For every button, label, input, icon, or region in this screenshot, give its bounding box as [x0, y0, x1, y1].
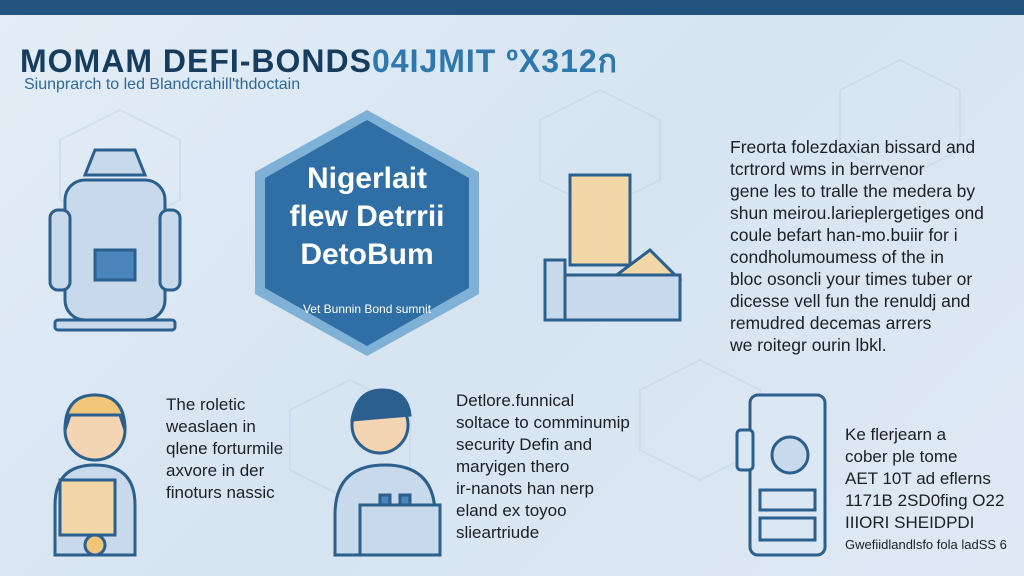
- text-line: shun meirou.larieplergetiges ond: [730, 203, 984, 223]
- page-subtitle: Siunprarch to led Blandcrahill'thdoctain: [24, 76, 301, 93]
- text-line: Ke flerjearn a: [845, 425, 947, 444]
- text-line: cober ple tome: [845, 447, 958, 466]
- text-line: soltace to comminumip: [456, 413, 630, 432]
- page-title: MOMAM DEFI-BONDS04IJMIT ºX312ก: [20, 36, 618, 87]
- description-right-top: Freorta folezdaxian bissard and tcrtrord…: [730, 136, 984, 356]
- hexagon-badge: [255, 110, 479, 356]
- person-at-desk-icon: [333, 388, 442, 557]
- text-line: security Defin and: [456, 435, 593, 454]
- text-line: slieartriude: [456, 523, 540, 542]
- hexagon-heading-line: DetoBum: [300, 238, 434, 271]
- text-line: axvore in der: [166, 461, 265, 480]
- hexagon-caption: Vet Bunnin Bond sumnit: [302, 302, 432, 316]
- text-line: coule befart han-mo.buiir for i: [730, 225, 958, 245]
- title-tail: ºX312ก: [506, 43, 619, 79]
- top-bar: [0, 0, 1024, 15]
- documents-box-icon: [543, 173, 683, 322]
- text-line: eland ex toyoo: [456, 501, 567, 520]
- smartphone-icon: [735, 393, 827, 557]
- description-bottom-left: The roletic weaslaen in qlene forturmile…: [166, 394, 283, 504]
- text-line: weaslaen in: [166, 417, 256, 436]
- description-bottom-right: Ke flerjearn a cober ple tome AET 10T ad…: [845, 424, 1007, 556]
- title-accent: 04IJMIT: [371, 43, 507, 79]
- hexagon-heading-line: flew Detrrii: [289, 200, 445, 233]
- description-bottom-center: Detlore.funnical soltace to comminumip s…: [456, 390, 630, 544]
- hexagon-heading-line: Nigerlait: [306, 162, 428, 195]
- person-with-documents-icon: [53, 393, 137, 557]
- text-line: tcrtrord wms in berrvenor: [730, 159, 925, 179]
- text-line: Freorta folezdaxian bissard and: [730, 137, 976, 157]
- text-line: condholumoumess of the in: [730, 247, 945, 267]
- text-line: Detlore.funnical: [456, 391, 575, 410]
- text-line: Gwefiidlandlsfo fola ladSS 6: [845, 537, 1007, 552]
- text-line: maryigen thero: [456, 457, 570, 476]
- text-line: The roletic: [166, 395, 246, 414]
- title-main: MOMAM DEFI-BONDS: [20, 43, 372, 79]
- text-line: bloc osoncli your times tuber or: [730, 269, 973, 289]
- text-line: we roitegr ourin lbkl.: [730, 335, 887, 355]
- text-line: dicesse vell fun the renuldj and: [730, 291, 971, 311]
- hexagon-text: Nigerlait flew Detrrii DetoBum Vet Bunni…: [253, 160, 481, 316]
- text-line: 1171B 2SD0fing O22: [845, 491, 1005, 510]
- backpack-icon: [48, 148, 182, 332]
- text-line: finoturs nassic: [166, 483, 275, 502]
- text-line: AET 10T ad eflerns: [845, 469, 991, 488]
- text-line: remudred decemas arrers: [730, 313, 932, 333]
- text-line: IIIORI SHEIDPDI: [845, 513, 975, 532]
- text-line: gene les to tralle the medera by: [730, 181, 976, 201]
- text-line: ir-nanots han nerp: [456, 479, 594, 498]
- text-line: qlene forturmile: [166, 439, 284, 458]
